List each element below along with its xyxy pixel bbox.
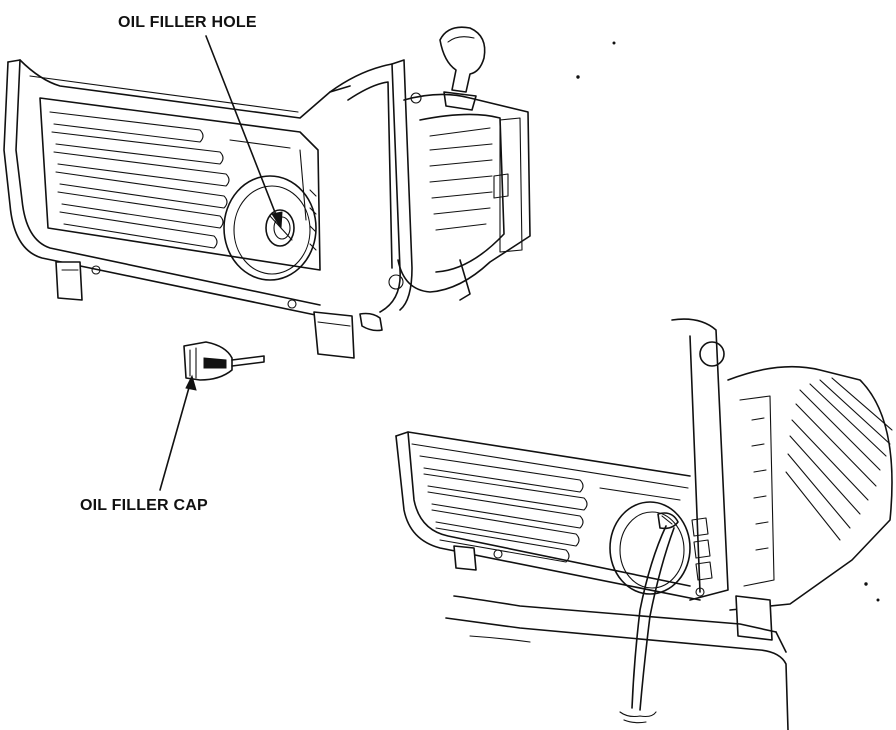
drain-container xyxy=(445,595,789,730)
oil-filler-hole xyxy=(223,175,317,281)
starter-grip xyxy=(439,26,486,111)
recoil-starter-bottom xyxy=(785,377,893,541)
oil-filler-cap xyxy=(183,341,265,381)
oil-filler-hole-drain xyxy=(609,501,691,595)
oil-filler-hole-label: OIL FILLER HOLE xyxy=(118,14,257,31)
scan-specks xyxy=(576,41,880,602)
oil-filler-cap-label: OIL FILLER CAP xyxy=(80,497,208,514)
callout-leaders xyxy=(159,35,283,491)
generator-top-view xyxy=(3,26,531,359)
recoil-starter xyxy=(388,92,531,301)
louver-vents-bottom xyxy=(419,455,681,563)
louver-vents-top xyxy=(49,111,317,251)
